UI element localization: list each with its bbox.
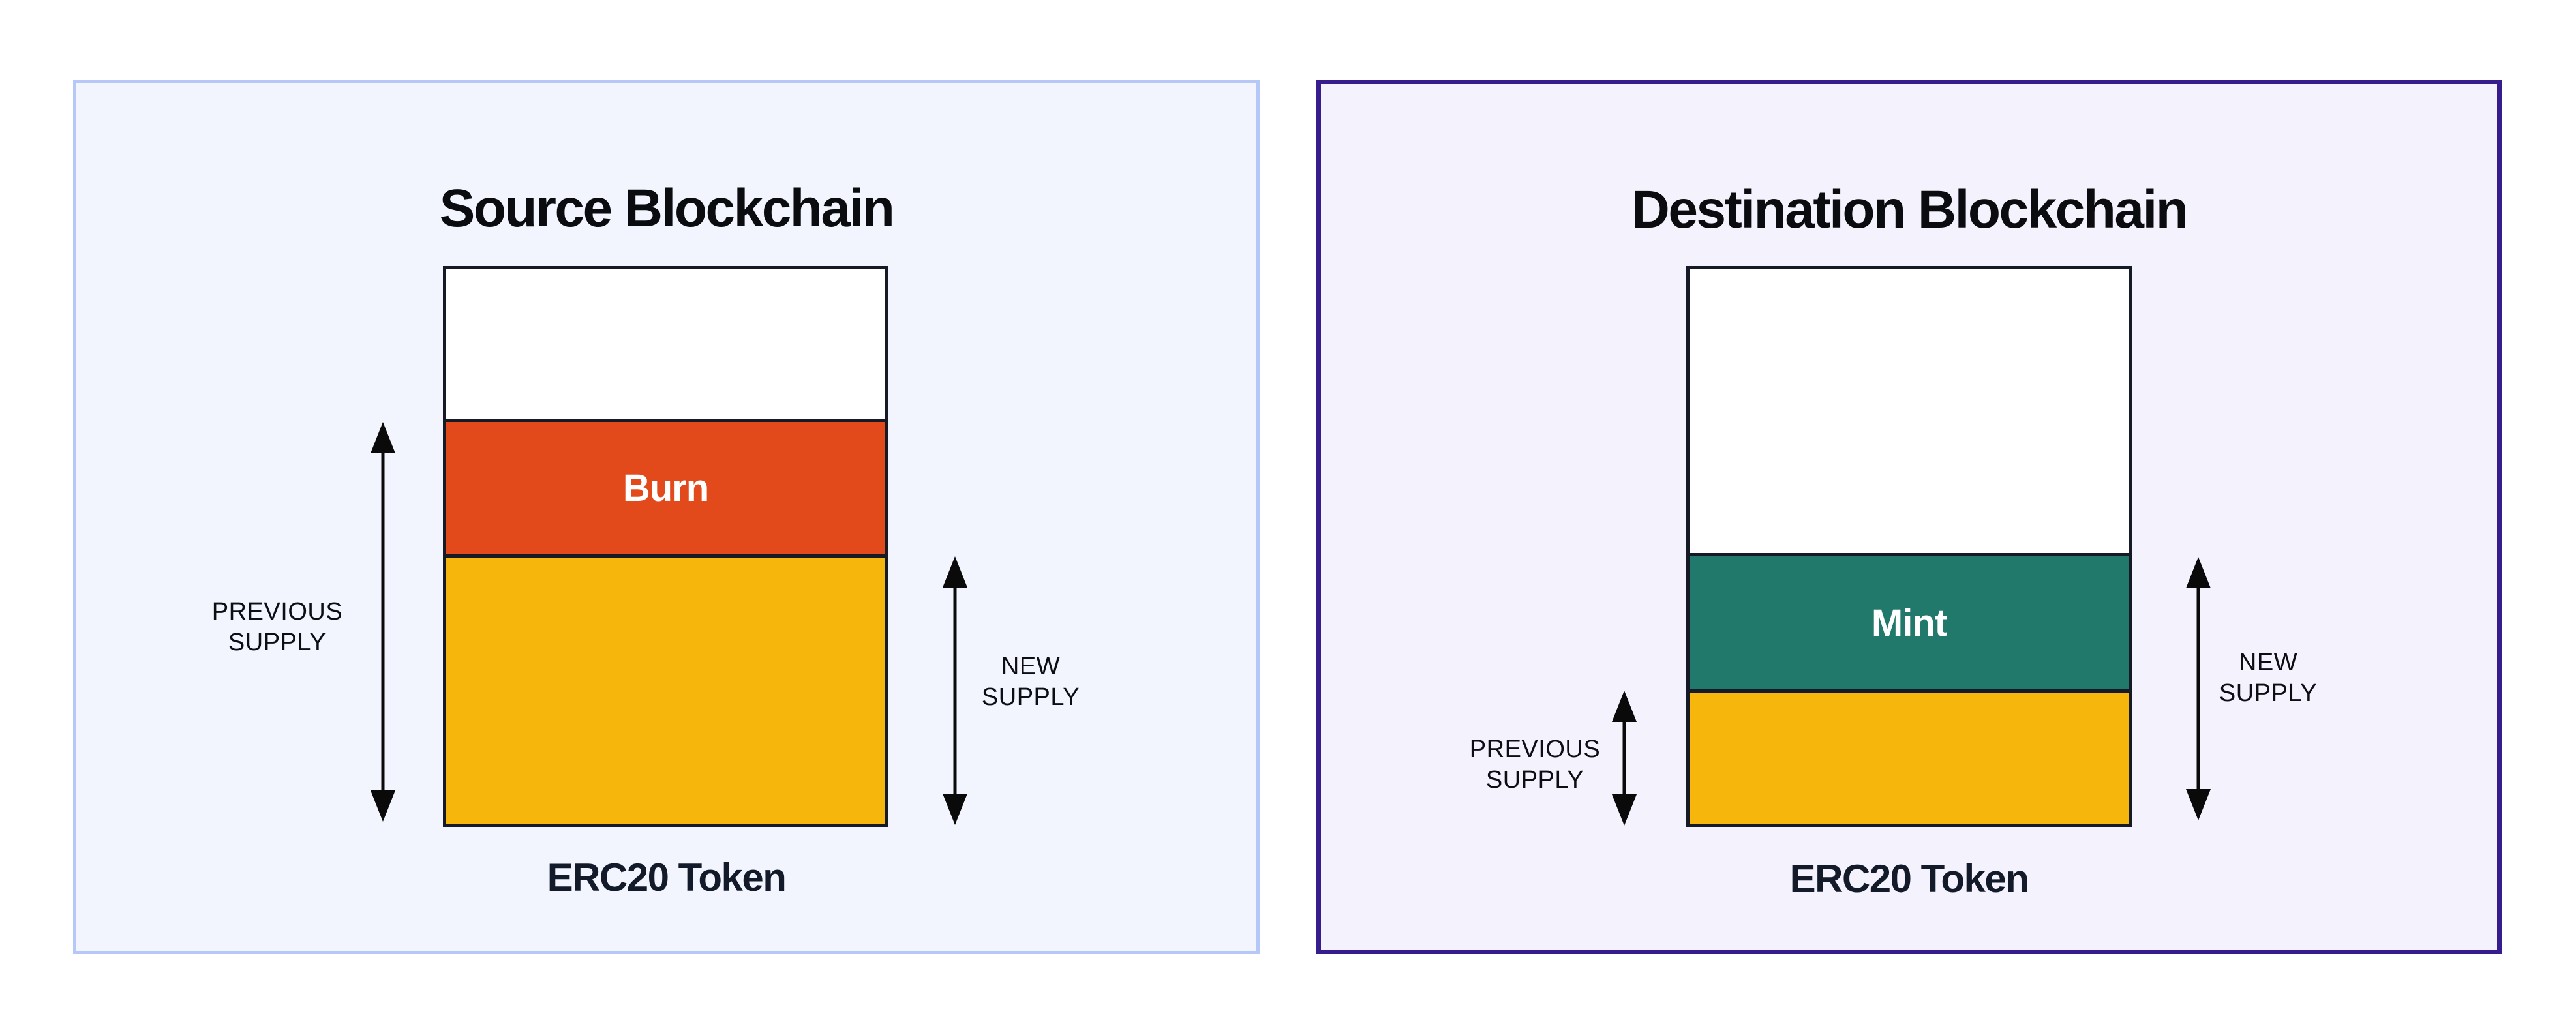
burn-section-label: Burn [622, 467, 709, 509]
destination-blockchain-panel: Destination Blockchain Mint PREVIOUS SUP… [1316, 80, 2502, 954]
source-previous-supply-label: PREVIOUS SUPPLY [211, 598, 343, 656]
source-bar-burn-section: Burn [446, 419, 885, 554]
destination-bar-headroom-section [1690, 269, 2129, 553]
source-bar-headroom-section [446, 269, 885, 419]
new-supply-arrow-icon [2186, 557, 2211, 820]
new-supply-arrow-icon [943, 556, 967, 825]
source-blockchain-panel: Source Blockchain Burn PREVIOUS SUPPLY N… [73, 80, 1260, 954]
source-bar-supply-section [446, 554, 885, 824]
destination-previous-supply-label: PREVIOUS SUPPLY [1469, 736, 1601, 794]
destination-new-supply-label: NEW SUPPLY [2219, 649, 2318, 707]
mint-section-label: Mint [1871, 601, 1947, 644]
source-panel-title: Source Blockchain [439, 179, 895, 239]
destination-bar-mint-section: Mint [1690, 553, 2129, 689]
source-token-caption: ERC20 Token [547, 856, 787, 899]
previous-supply-arrow-icon [1612, 691, 1637, 826]
destination-bar-supply-section [1690, 689, 2129, 824]
source-token-bar: Burn [443, 266, 888, 827]
destination-panel-title: Destination Blockchain [1631, 180, 2189, 240]
previous-supply-arrow-icon [371, 422, 395, 822]
source-new-supply-label: NEW SUPPLY [981, 653, 1080, 711]
destination-token-bar: Mint [1686, 266, 2132, 827]
destination-token-caption: ERC20 Token [1789, 857, 2029, 901]
